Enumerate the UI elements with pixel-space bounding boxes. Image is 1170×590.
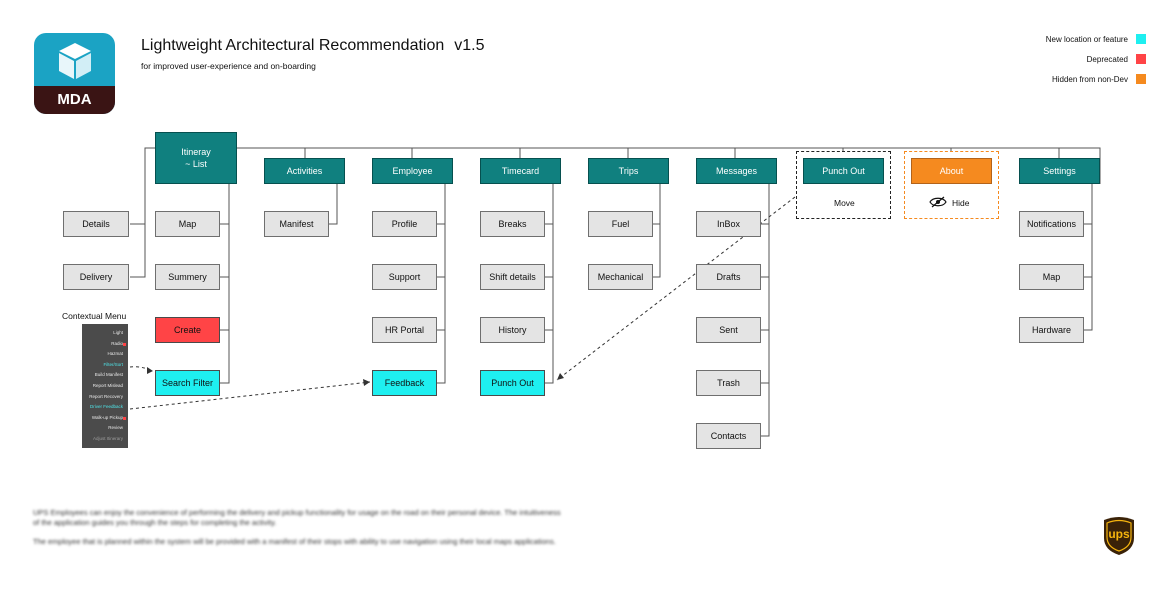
legend-deprecated: Deprecated [1087,54,1146,64]
node-history[interactable]: History [480,317,545,343]
node-itinerary[interactable]: Itineray ~ List [155,132,237,184]
node-search-filter[interactable]: Search Filter [155,370,220,396]
title-text: Lightweight Architectural Recommendation [141,37,445,54]
menu-item-light[interactable]: Light [113,330,123,335]
node-punch-out-new[interactable]: Punch Out [480,370,545,396]
contextual-menu: Light Radio Hazmat Filter/Sort Build Man… [82,324,128,448]
menu-item-filter-sort[interactable]: Filter/Sort [103,361,123,367]
node-mechanical[interactable]: Mechanical [588,264,653,290]
node-settings[interactable]: Settings [1019,158,1100,184]
node-shift-details[interactable]: Shift details [480,264,545,290]
menu-item-review[interactable]: Review [108,425,123,431]
node-feedback[interactable]: Feedback [372,370,437,396]
menu-item-radio[interactable]: Radio [111,340,123,346]
node-create[interactable]: Create [155,317,220,343]
node-trips[interactable]: Trips [588,158,669,184]
menu-item-report-recovery[interactable]: Report Recovery [89,393,123,399]
contextual-menu-title: Contextual Menu [62,311,127,321]
node-fuel[interactable]: Fuel [588,211,653,237]
node-notifications[interactable]: Notifications [1019,211,1084,237]
menu-item-walk-up-pickup[interactable]: Walk-up Pickup [91,414,123,420]
move-annotation: Move [834,198,855,208]
ups-logo-text: ups [1108,527,1130,541]
node-employee[interactable]: Employee [372,158,453,184]
node-manifest[interactable]: Manifest [264,211,329,237]
legend-hidden: Hidden from non-Dev [1052,74,1146,84]
eye-off-icon [929,196,947,208]
node-timecard[interactable]: Timecard [480,158,561,184]
node-map[interactable]: Map [155,211,220,237]
menu-marker-red-1 [123,343,126,346]
menu-item-build-manifest[interactable]: Build Manifest [94,372,123,378]
ups-logo: ups [1102,516,1136,556]
node-delivery[interactable]: Delivery [63,264,129,290]
package-icon [59,43,91,79]
node-messages[interactable]: Messages [696,158,777,184]
node-details[interactable]: Details [63,211,129,237]
node-punch-out[interactable]: Punch Out [803,158,884,184]
legend-swatch-cyan [1136,34,1146,44]
node-about[interactable]: About [911,158,992,184]
menu-item-report-mislead[interactable]: Report Mislead [92,382,123,388]
hide-annotation: Hide [952,198,970,208]
app-icon-label: MDA [34,86,115,114]
node-inbox[interactable]: InBox [696,211,761,237]
node-sent[interactable]: Sent [696,317,761,343]
ups-shield-icon [1104,517,1134,555]
legend-swatch-orange [1136,74,1146,84]
node-hardware[interactable]: Hardware [1019,317,1084,343]
about-hide-group [904,151,999,219]
node-contacts[interactable]: Contacts [696,423,761,449]
menu-item-adjust-itinerary[interactable]: Adjust Itinerary [92,435,123,441]
app-icon: MDA [34,33,115,114]
node-hr-portal[interactable]: HR Portal [372,317,437,343]
node-drafts[interactable]: Drafts [696,264,761,290]
menu-item-hazmat[interactable]: Hazmat [107,351,123,357]
version-label: v1.5 [454,37,485,54]
menu-marker-red-2 [123,417,126,420]
node-support[interactable]: Support [372,264,437,290]
node-summery[interactable]: Summery [155,264,220,290]
footer-paragraph-1: UPS Employees can enjoy the convenience … [33,508,561,527]
footer-paragraph-2: The employee that is planned within the … [33,537,556,546]
legend-new-feature: New location or feature [1046,34,1146,44]
punch-out-move-group [796,151,891,219]
node-trash[interactable]: Trash [696,370,761,396]
node-profile[interactable]: Profile [372,211,437,237]
page-subtitle: for improved user-experience and on-boar… [141,61,316,71]
legend-swatch-red [1136,54,1146,64]
node-activities[interactable]: Activities [264,158,345,184]
menu-item-driver-feedback[interactable]: Driver Feedback [89,404,123,410]
page-title: Lightweight Architectural Recommendation… [141,37,485,55]
node-settings-map[interactable]: Map [1019,264,1084,290]
node-breaks[interactable]: Breaks [480,211,545,237]
